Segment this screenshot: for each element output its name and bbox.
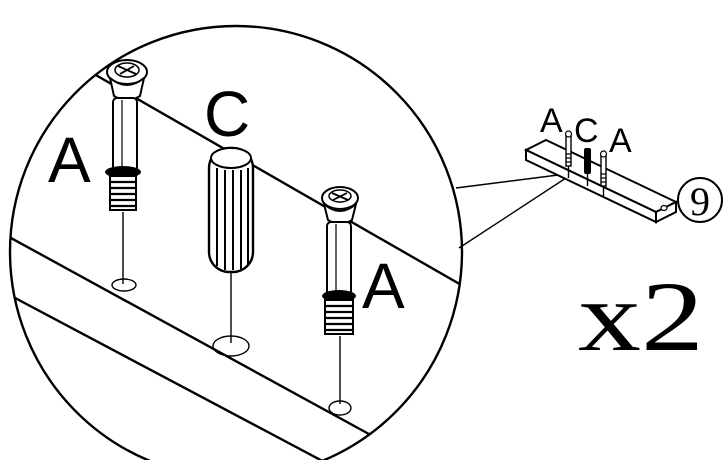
wood-dowel-icon bbox=[207, 146, 255, 343]
step-number-badge: 9 bbox=[677, 177, 723, 224]
drill-hole-icon bbox=[212, 335, 250, 357]
panel-icon: A C A bbox=[523, 102, 679, 224]
wood-dowel-icon bbox=[584, 148, 591, 186]
drill-hole-icon bbox=[111, 278, 137, 292]
step-number: 9 bbox=[690, 179, 710, 224]
cam-bolt-icon bbox=[321, 186, 359, 404]
part-label-a-left: A bbox=[48, 124, 91, 196]
small-label-a-left: A bbox=[540, 102, 563, 140]
part-label-c: C bbox=[204, 78, 250, 150]
cam-bolt-icon bbox=[599, 150, 608, 196]
small-label-a-right: A bbox=[609, 122, 632, 160]
detail-zoom-circle: A C A bbox=[8, 24, 464, 460]
part-label-a-right: A bbox=[362, 250, 405, 322]
cam-bolt-icon bbox=[105, 59, 148, 284]
small-label-c: C bbox=[574, 112, 599, 150]
cam-bolt-icon bbox=[564, 130, 573, 178]
quantity-label: x2 bbox=[578, 261, 704, 372]
drill-hole-icon bbox=[328, 400, 352, 416]
callout-leader-lines bbox=[455, 173, 567, 249]
